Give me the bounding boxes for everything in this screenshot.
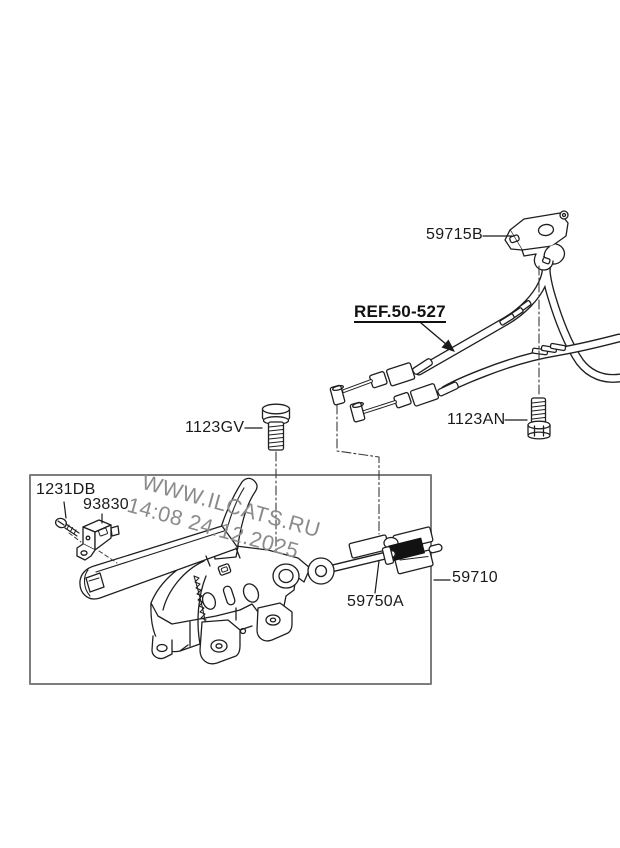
part-label-59710: 59710	[452, 569, 498, 586]
rear-cables-drawing	[329, 255, 620, 423]
part-label-59715b: 59715B	[426, 226, 483, 243]
cable2-end-fitting	[349, 381, 459, 423]
part-label-ref-50-527: REF.50-527	[354, 302, 446, 323]
part-label-93830: 93830	[83, 496, 129, 513]
part-label-1123gv: 1123GV	[185, 419, 245, 436]
switch-dashed-leaders	[68, 532, 118, 564]
ref-leader-arrow	[420, 322, 455, 352]
lever-assembly-drawing	[79, 477, 311, 665]
part-label-1231db: 1231DB	[36, 481, 96, 498]
centerline-dashdot	[275, 265, 540, 615]
part-label-1123an: 1123AN	[447, 411, 506, 428]
part-label-59750a: 59750A	[347, 593, 404, 610]
bolt-1123gv-drawing	[261, 403, 291, 451]
bolt-1123an-drawing	[527, 397, 551, 440]
assembly-box	[29, 474, 432, 685]
cable-bracket-drawing	[504, 210, 569, 271]
screw-drawing	[54, 517, 80, 537]
cable1-end-fitting	[329, 358, 433, 406]
switch-drawing	[76, 519, 120, 561]
adjuster-drawing	[307, 526, 443, 585]
leader-lines	[63, 235, 528, 594]
